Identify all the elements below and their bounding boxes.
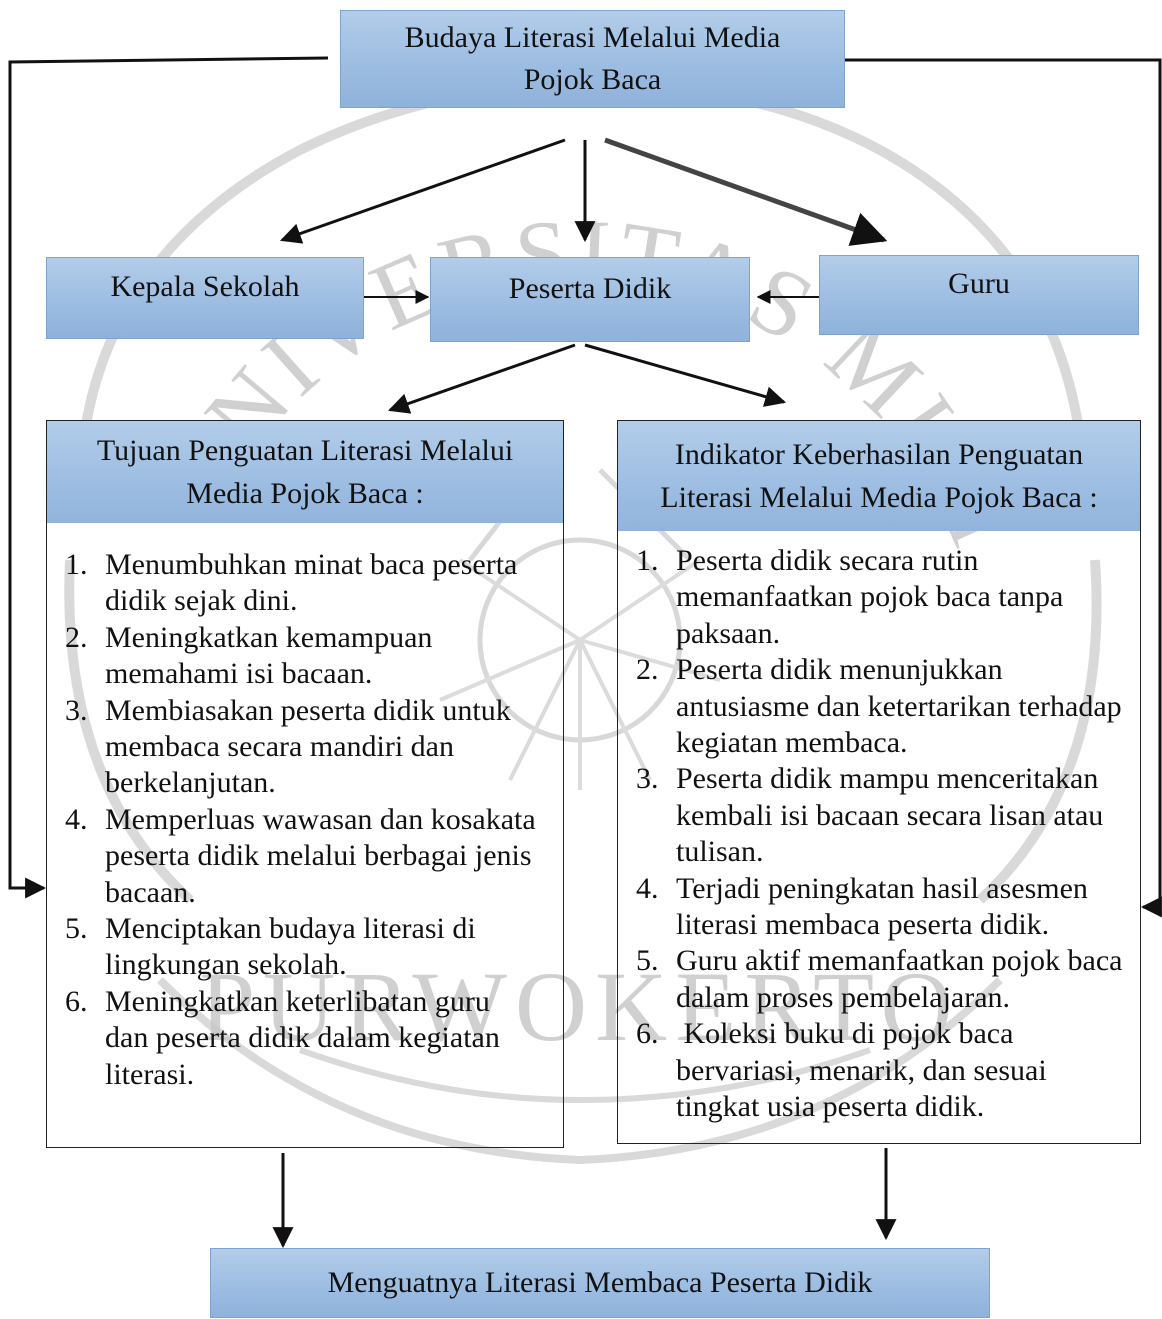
arrow-peserta-to-tujuan <box>388 343 576 414</box>
guru-label: Guru <box>948 267 1010 300</box>
top-box-line1: Budaya Literasi Melalui Media <box>404 21 781 54</box>
indikator-item: 5.Guru aktif memanfaatkan pojok baca dal… <box>636 944 1123 1014</box>
indikator-panel-title: Indikator Keberhasilan Penguatan Literas… <box>618 421 1140 531</box>
indikator-title-line2: Literasi Melalui Media Pojok Baca : <box>660 481 1098 514</box>
top-box-line2: Pojok Baca <box>523 63 662 96</box>
peserta-didik-label: Peserta Didik <box>508 271 672 305</box>
kepala-sekolah-box: Kepala Sekolah <box>46 257 364 339</box>
indikator-item: 4.Terjadi peningkatan hasil asesmen lite… <box>636 871 1088 942</box>
tujuan-item: 3.Membiasakan peserta didik untuk membac… <box>65 693 511 800</box>
tujuan-item: 1.Menumbuhkan minat baca peserta didik s… <box>65 548 518 618</box>
tujuan-panel: Tujuan Penguatan Literasi Melalui Media … <box>46 420 564 1148</box>
tujuan-title-line1: Tujuan Penguatan Literasi Melalui <box>96 434 514 467</box>
arrow-top-to-kepala <box>280 138 566 244</box>
tujuan-panel-title: Tujuan Penguatan Literasi Melalui Media … <box>47 421 563 523</box>
tujuan-item: 5.Menciptakan budaya literasi di lingkun… <box>65 912 476 982</box>
tujuan-list: 1.Menumbuhkan minat baca peserta didik s… <box>47 547 537 1093</box>
result-label: Menguatnya Literasi Membaca Peserta Didi… <box>327 1266 873 1299</box>
guru-box: Guru <box>819 255 1139 335</box>
indikator-item: 2.Peserta didik menunjukkan antusiasme d… <box>636 653 1122 760</box>
indikator-item: 6. Koleksi buku di pojok baca bervariasi… <box>636 1017 1055 1124</box>
peserta-didik-box: Peserta Didik <box>430 257 750 342</box>
indikator-panel: Indikator Keberhasilan Penguatan Literas… <box>617 420 1141 1144</box>
indikator-list: 1.Peserta didik secara rutin memanfaatka… <box>618 543 1128 1126</box>
tujuan-item: 6.Meningkatkan keterlibatan guru dan pes… <box>65 984 500 1091</box>
tujuan-item: 4.Memperluas wawasan dan kosakata pesert… <box>65 802 536 909</box>
result-box: Menguatnya Literasi Membaca Peserta Didi… <box>210 1248 990 1318</box>
tujuan-title-line2: Media Pojok Baca : <box>186 477 424 510</box>
kepala-sekolah-label: Kepala Sekolah <box>110 270 300 303</box>
indikator-title-line1: Indikator Keberhasilan Penguatan <box>674 438 1084 471</box>
arrow-peserta-to-indikator <box>584 343 787 407</box>
indikator-item: 1.Peserta didik secara rutin memanfaatka… <box>636 544 1064 650</box>
arrow-top-to-guru <box>604 137 888 246</box>
indikator-item: 3.Peserta didik mampu menceritakan kemba… <box>636 762 1104 869</box>
tujuan-item: 2.Meningkatkan kemampuan memahami isi ba… <box>65 620 433 691</box>
top-box: Budaya Literasi Melalui Media Pojok Baca <box>340 10 845 108</box>
